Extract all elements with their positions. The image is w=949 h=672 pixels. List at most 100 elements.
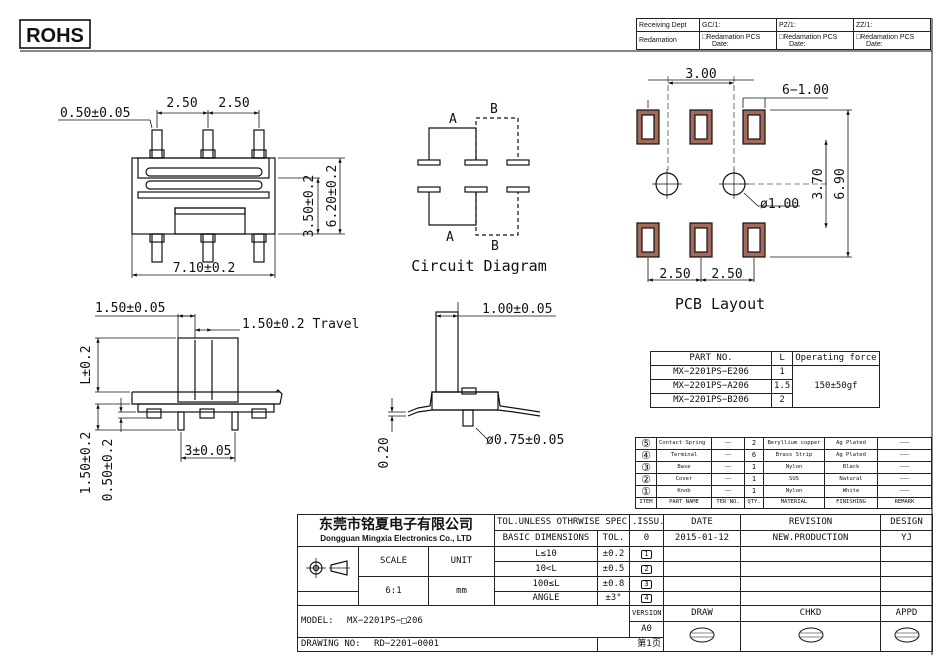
bom-header-qty: QTY. — [744, 497, 764, 509]
revision-label: REVISION — [740, 514, 881, 531]
bom-remark: ——— — [877, 485, 932, 498]
bom-item: ② — [635, 473, 657, 486]
bom-name: Knob — [656, 485, 712, 498]
tol-range: L≤10 — [494, 546, 598, 562]
tol-label: TOL. — [597, 530, 630, 547]
bom-remark: ——— — [877, 473, 932, 486]
part-header-partno: PART NO. — [650, 351, 772, 366]
revision-table: Receiving Dept GC/1: PZ/1: ZZ/1: Redamat… — [636, 18, 931, 50]
date-value: 2015-01-12 — [663, 530, 741, 547]
circuit-title: Circuit Diagram — [411, 257, 546, 275]
part-row-partno: MX−2201PS−A206 — [650, 379, 772, 394]
bom-header-item: ITEM — [635, 497, 657, 509]
version-label: VERSION — [629, 605, 664, 622]
bom-qty: 1 — [744, 461, 764, 474]
dim-pcb-hole: ø1.00 — [760, 197, 799, 212]
bom-remark: ——— — [877, 437, 932, 450]
rev-receiving-dept: Receiving Dept — [636, 18, 700, 32]
pcb-title: PCB Layout — [675, 295, 765, 313]
rev-zz: ZZ/1: — [853, 18, 931, 32]
part-row-L: 1.5 — [770, 379, 794, 394]
scale-value: 6:1 — [358, 576, 429, 606]
dim-side-knob: 1.50±0.05 — [95, 301, 165, 316]
bom-header-remark: REMARK — [877, 497, 932, 509]
dim-height-a: 3.50±0.2 — [302, 175, 317, 238]
rev-gc: GC/1: — [699, 18, 777, 32]
unit-label: UNIT — [428, 546, 495, 577]
appd-stamp-icon — [894, 627, 919, 643]
tol-value: ±0.8 — [597, 576, 630, 592]
design-label: DESIGN — [880, 514, 933, 531]
bom-qty: 1 — [744, 485, 764, 498]
projection-symbol — [297, 546, 359, 592]
issue-mark: 1 — [629, 546, 664, 562]
bom-item: ④ — [635, 449, 657, 462]
tol-range: 100≤L — [494, 576, 598, 592]
company-cell: 东莞市铭夏电子有限公司 Dongguan Mingxia Electronics… — [297, 514, 495, 547]
dim-width: 7.10±0.2 — [173, 261, 236, 276]
unit-value: mm — [428, 576, 495, 606]
issu-label: .ISSU. — [629, 514, 664, 531]
design-value: YJ — [880, 530, 933, 547]
bom-finish: Ag Plated — [824, 437, 878, 450]
circuit-label-a-bottom: A — [446, 230, 454, 245]
chkd-stamp — [740, 621, 881, 652]
bom-item: ⑤ — [635, 437, 657, 450]
rohs-badge: ROHS — [19, 19, 91, 49]
part-header-force: Operating force — [792, 351, 880, 366]
company-en: Dongguan Mingxia Electronics Co., LTD — [320, 534, 472, 543]
circuit-label-a-top: A — [449, 112, 457, 127]
draw-stamp — [663, 621, 741, 652]
date-label: DATE — [663, 514, 741, 531]
tol-value: ±3° — [597, 591, 630, 606]
bom-header-ter: TER'NO. — [711, 497, 745, 509]
bom-name: Cover — [656, 473, 712, 486]
part-header-L: L — [770, 351, 794, 366]
part-row-L: 1 — [770, 365, 794, 380]
dim-side-h2: 0.50±0.2 — [101, 439, 116, 502]
rev-redamation: Redamation — [636, 31, 700, 50]
bom-qty: 2 — [744, 437, 764, 450]
dim-end-peg: ø0.75±0.05 — [486, 433, 564, 448]
title-block: 东莞市铭夏电子有限公司 Dongguan Mingxia Electronics… — [297, 514, 933, 652]
dim-end-height: 0.20 — [377, 437, 392, 468]
bom-ter: —— — [711, 437, 745, 450]
basic-dim-label: BASIC DIMENSIONS — [494, 530, 598, 547]
tol-header: TOL.UNLESS OTHRWISE SPEC. — [494, 514, 630, 531]
bom-header-finish: FINISHING — [824, 497, 878, 509]
dim-pin-width: 0.50±0.05 — [60, 106, 130, 121]
revision-value: NEW.PRODUCTION — [740, 530, 881, 547]
bom-remark: ——— — [877, 449, 932, 462]
projection-icon — [306, 557, 350, 578]
model-cell: MODEL: MX−2201PS−□206 — [297, 605, 630, 638]
bom-ter: —— — [711, 473, 745, 486]
model-value: MX−2201PS−□206 — [346, 616, 423, 626]
dim-side-travel: 1.50±0.2 Travel — [242, 317, 359, 332]
bom-finish: White — [824, 485, 878, 498]
dim-height-b: 6.20±0.2 — [325, 165, 340, 228]
rev-pz: PZ/1: — [776, 18, 854, 32]
issu-value: 0 — [629, 530, 664, 547]
dim-top-pitch-b: 2.50 — [218, 96, 249, 111]
bom-qty: 6 — [744, 449, 764, 462]
bom-ter: —— — [711, 449, 745, 462]
company-cn: 东莞市铭夏电子有限公司 — [319, 517, 473, 533]
appd-stamp — [880, 621, 933, 652]
svg-text:ROHS: ROHS — [26, 25, 84, 47]
bom-material: Nylon — [763, 461, 825, 474]
dim-pcb-v2: 6.90 — [833, 168, 848, 199]
dim-pcb-bottom-b: 2.50 — [711, 267, 742, 282]
bom-table: ⑤ Contact Spring —— 2 Beryllium copper A… — [635, 437, 932, 509]
bom-name: Base — [656, 461, 712, 474]
bom-ter: —— — [711, 461, 745, 474]
circuit-label-b-top: B — [490, 102, 498, 117]
end-view — [388, 302, 556, 441]
tol-value: ±0.5 — [597, 561, 630, 577]
scale-label: SCALE — [358, 546, 429, 577]
bom-qty: 1 — [744, 473, 764, 486]
tol-range: ANGLE — [494, 591, 598, 606]
